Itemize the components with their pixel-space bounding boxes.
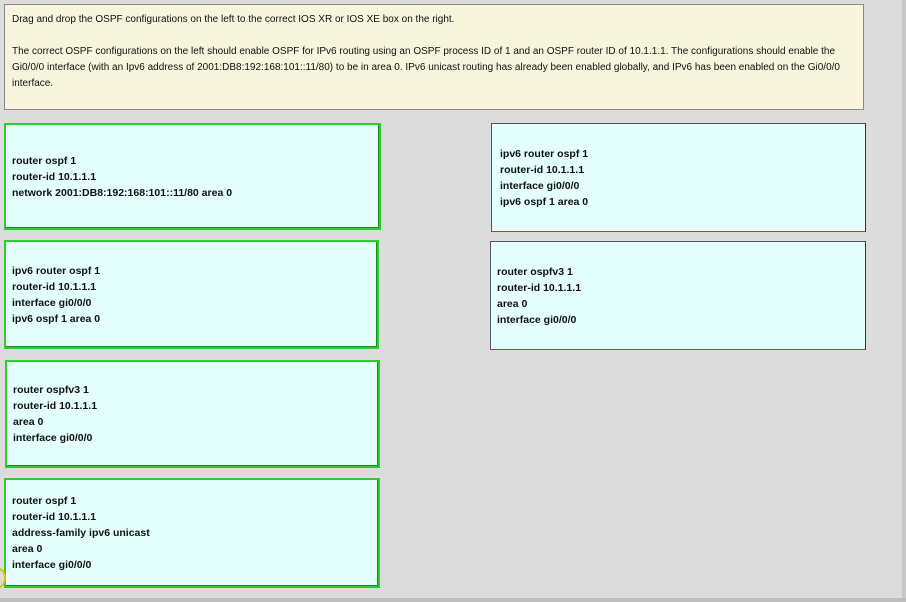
target-2-line-3: area 0 <box>497 297 528 310</box>
option-3-line-1: router ospfv3 1 <box>13 384 89 396</box>
target-1-line-3: interface gi0/0/0 <box>500 179 580 192</box>
option-2-line-4: ipv6 ospf 1 area 0 <box>12 312 101 325</box>
target-box-2[interactable]: router ospfv3 1 router-id 10.1.1.1 area … <box>490 241 866 350</box>
instructions-line-2: The correct OSPF configurations on the l… <box>12 46 840 89</box>
option-3-line-3: area 0 <box>13 416 44 428</box>
option-2-line-2: router-id 10.1.1.1 <box>12 280 97 293</box>
option-box-3[interactable]: router ospfv3 1 router-id 10.1.1.1 area … <box>5 360 380 468</box>
target-1-line-1: ipv6 router ospf 1 <box>500 147 589 160</box>
option-box-4[interactable]: router ospf 1 router-id 10.1.1.1 address… <box>4 478 380 588</box>
instructions-line-1: Drag and drop the OSPF configurations on… <box>12 14 455 25</box>
option-3-line-4: interface gi0/0/0 <box>13 432 93 444</box>
option-box-2[interactable]: ipv6 router ospf 1 router-id 10.1.1.1 in… <box>4 240 379 349</box>
window-right-edge <box>902 0 906 602</box>
target-2-line-1: router ospfv3 1 <box>497 265 573 278</box>
option-4-line-4: area 0 <box>12 543 43 555</box>
option-2-line-1: ipv6 router ospf 1 <box>12 264 101 277</box>
option-4-line-1: router ospf 1 <box>12 495 77 507</box>
option-2-line-3: interface gi0/0/0 <box>12 296 92 309</box>
target-2-line-2: router-id 10.1.1.1 <box>497 281 582 294</box>
option-4-line-3: address-family ipv6 unicast <box>12 527 150 539</box>
option-4-line-5: interface gi0/0/0 <box>12 559 92 571</box>
option-1-line-3: network 2001:DB8:192:168:101::11/80 area… <box>12 186 233 199</box>
target-1-line-4: ipv6 ospf 1 area 0 <box>500 195 589 208</box>
option-4-line-2: router-id 10.1.1.1 <box>12 511 97 523</box>
target-box-1[interactable]: ipv6 router ospf 1 router-id 10.1.1.1 in… <box>491 123 866 232</box>
window-bottom-edge <box>0 598 906 602</box>
option-1-line-1: router ospf 1 <box>12 154 77 167</box>
option-1-line-2: router-id 10.1.1.1 <box>12 170 97 183</box>
target-2-line-4: interface gi0/0/0 <box>497 313 577 326</box>
instructions-panel: Drag and drop the OSPF configurations on… <box>4 4 864 110</box>
option-box-1[interactable]: router ospf 1 router-id 10.1.1.1 network… <box>4 123 381 230</box>
option-3-line-2: router-id 10.1.1.1 <box>13 400 98 412</box>
target-1-line-2: router-id 10.1.1.1 <box>500 163 585 176</box>
